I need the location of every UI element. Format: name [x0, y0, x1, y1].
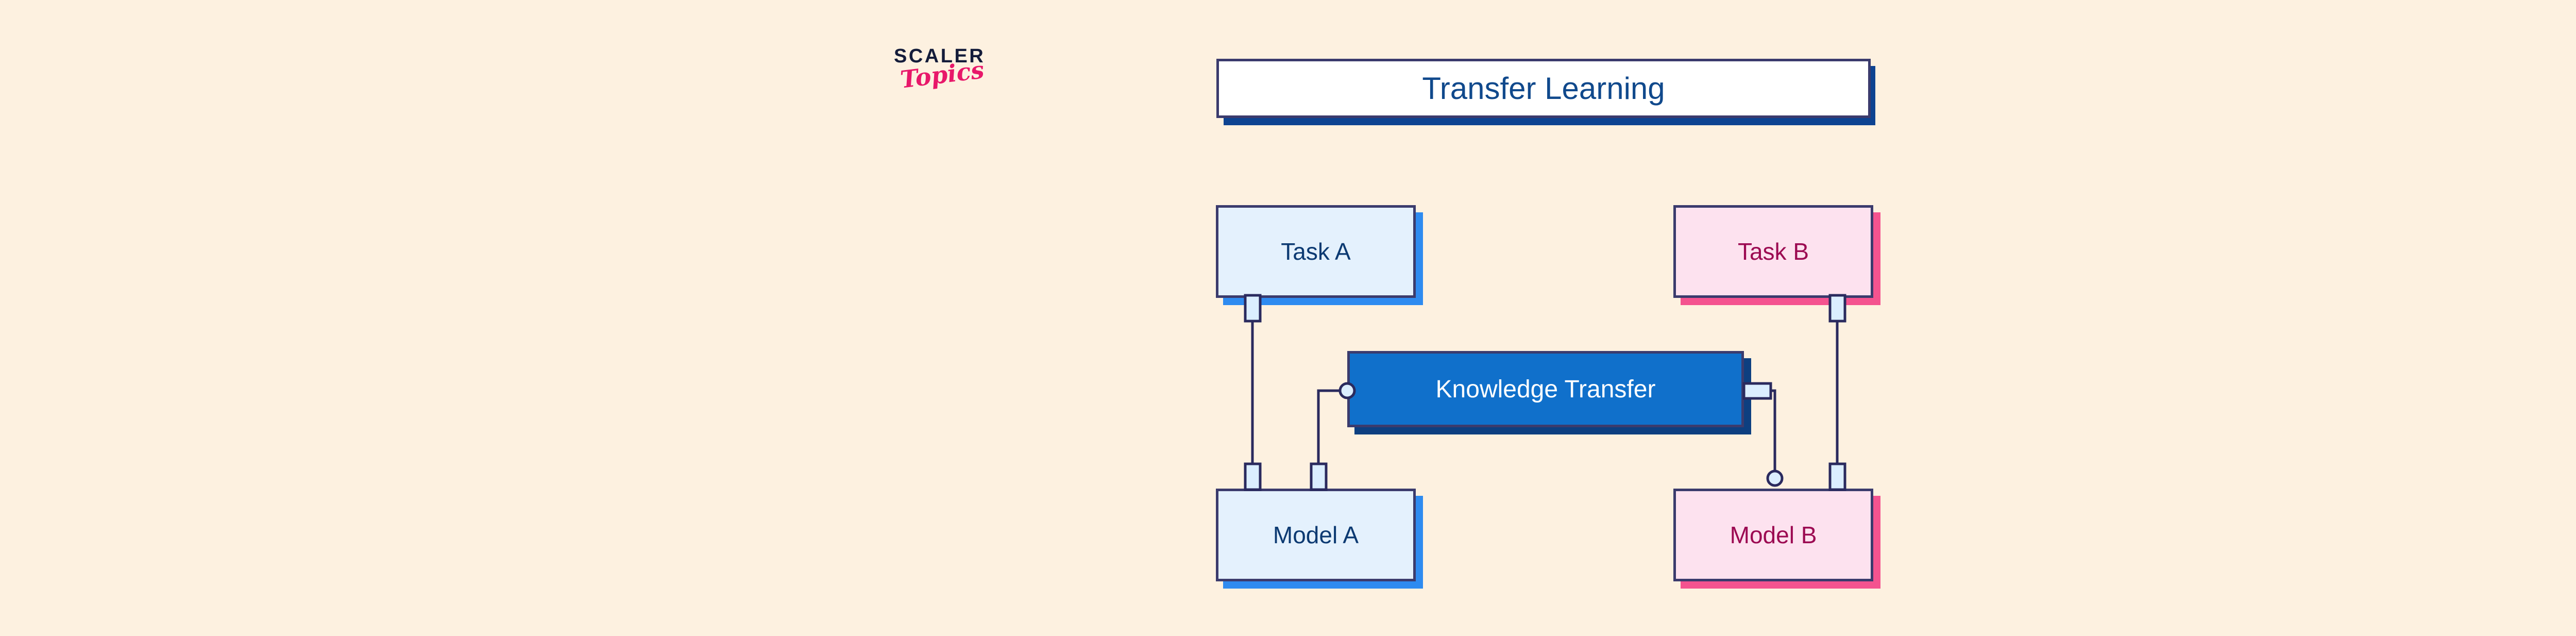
node-knowledge-transfer-label: Knowledge Transfer: [1435, 375, 1656, 403]
node-knowledge-transfer[interactable]: Knowledge Transfer: [1347, 351, 1744, 427]
edge-kt-to-model-a-end-endpoint-icon: [1310, 462, 1328, 491]
scaler-topics-logo: SCALER Topics: [894, 46, 1048, 119]
node-task-a-label: Task A: [1281, 238, 1351, 265]
edge-kt-to-model-b-end-endpoint-icon: [1766, 470, 1784, 487]
edge-task-b-to-model-b-end-endpoint-icon: [1828, 462, 1846, 491]
node-model-b-label: Model B: [1730, 522, 1817, 548]
page-title: Transfer Learning: [1422, 71, 1665, 106]
node-task-b-label: Task B: [1737, 238, 1809, 265]
edge-kt-to-model-a-line: [1317, 389, 1347, 489]
node-model-a[interactable]: Model A: [1216, 489, 1416, 581]
node-model-b[interactable]: Model B: [1673, 489, 1873, 581]
node-task-b[interactable]: Task B: [1673, 205, 1873, 298]
node-model-a-label: Model A: [1273, 522, 1359, 548]
logo-scaler-text: SCALER: [894, 45, 986, 67]
node-task-a[interactable]: Task A: [1216, 205, 1416, 298]
title-box[interactable]: Transfer Learning: [1216, 59, 1871, 118]
edge-task-a-to-model-a-end-endpoint-icon: [1244, 462, 1262, 491]
